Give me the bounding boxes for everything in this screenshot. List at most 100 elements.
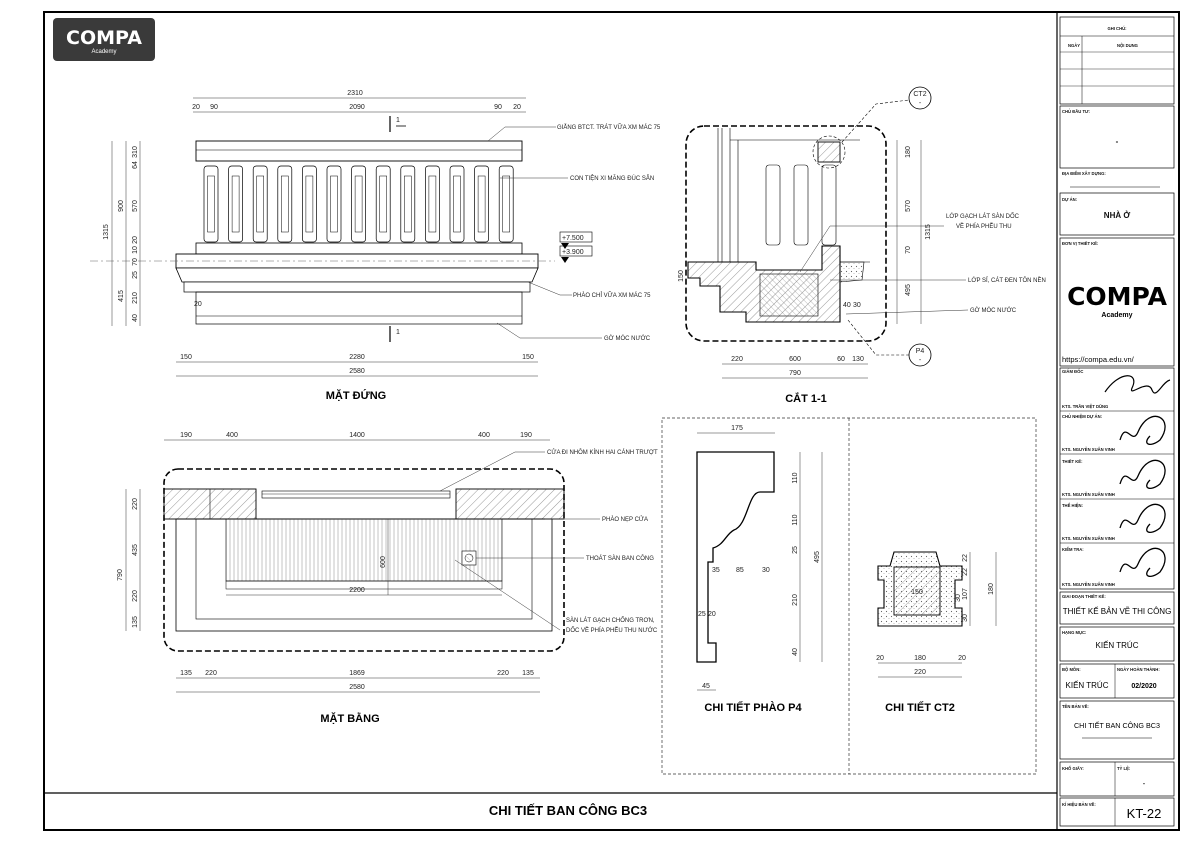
plan-cloud xyxy=(163,468,565,652)
elev-note-baluster: CON TIỆN XI MĂNG ĐÚC SẴN xyxy=(570,174,654,182)
baluster xyxy=(203,165,219,243)
tb-design-signature xyxy=(1119,459,1166,489)
tb-notes-header: GHI CHÚ: xyxy=(1107,26,1126,31)
baluster-panel xyxy=(453,175,461,233)
sec-dim-b5: 790 xyxy=(789,370,801,377)
tb-director-name: KTS. TRẦN VIỆT DŨNG xyxy=(1062,404,1108,409)
title-block: GHI CHÚ: NGÀY NỘI DUNG CHỦ ĐẦU TƯ: - ĐỊA… xyxy=(1059,16,1175,827)
tb-phase-label: GIAI ĐOẠN THIẾT KẾ: xyxy=(1062,594,1106,599)
baluster-panel xyxy=(330,175,338,233)
ct2-dim-side: 30 xyxy=(955,594,962,602)
p4-title: CHI TIẾT PHÀO P4 xyxy=(704,701,802,714)
tb-designer-sub: Academy xyxy=(1101,312,1132,319)
plan-dim-b1: 135 xyxy=(180,670,192,677)
baluster-panel xyxy=(502,175,510,233)
baluster-panel xyxy=(231,175,240,233)
dim-top-right2: 20 xyxy=(513,104,521,111)
plan-dim-b4: 220 xyxy=(497,670,509,677)
tb-dept-label: BỘ MÔN: xyxy=(1062,667,1081,672)
plan-dim-v1: 220 xyxy=(132,498,139,510)
tb-number-label: KÍ HIỆU BẢN VẼ: xyxy=(1062,802,1096,807)
level-7500: +7.500 xyxy=(562,235,584,242)
plan-dim-b-total: 2580 xyxy=(349,684,365,691)
baluster xyxy=(277,165,293,243)
plan-note-floor-b: DỐC VỀ PHÍA PHỄU THU NƯỚC xyxy=(566,627,658,634)
elevation-title: MẶT ĐỨNG xyxy=(326,389,386,402)
tb-date-label: NGÀY HOÀN THÀNH: xyxy=(1117,667,1160,672)
tb-lead-label: CHỦ NHIỆM DỰ ÁN: xyxy=(1062,414,1102,419)
dim-bot-mid: 2280 xyxy=(349,354,365,361)
baluster-panel xyxy=(305,175,314,233)
p4-profile xyxy=(696,451,775,663)
plan-dim-b5: 135 xyxy=(522,670,534,677)
cut-mark-top: 1 xyxy=(396,117,400,124)
dim-bot-total: 2580 xyxy=(349,368,365,375)
tb-lead-signature xyxy=(1119,415,1166,445)
dim-top-left1: 20 xyxy=(192,104,200,111)
p4-dim-base: 45 xyxy=(702,683,710,690)
baluster xyxy=(375,165,391,243)
rail-cap xyxy=(195,140,523,162)
section-view: CT2 - P4 - 180 570 1315 70 495 150 LỚP G… xyxy=(678,86,1046,405)
p4-dim-h2: 110 xyxy=(792,514,799,525)
plan-title: MẶT BẰNG xyxy=(320,712,379,725)
dim-h-total: 1315 xyxy=(103,224,110,240)
tb-director-label: GIÁM ĐỐC xyxy=(1062,369,1083,374)
drip-edge xyxy=(195,291,523,325)
elev-note-cornice: PHÀO CHỈ VỮA XM MÁC 75 xyxy=(573,292,651,299)
dim-top-right1: 90 xyxy=(494,104,502,111)
p4-dim-c: 30 xyxy=(762,567,770,574)
tb-design-name: KTS. NGUYỄN XUÂN VINH xyxy=(1062,492,1115,497)
p4-dim-e: 20 xyxy=(708,611,716,618)
section-cloud xyxy=(685,125,887,342)
tb-location-label: ĐỊA ĐIỂM XÂY DỰNG: xyxy=(1062,171,1106,176)
p4-tag-dash: - xyxy=(919,357,922,364)
ct2-dim-h2: 22 xyxy=(962,568,969,576)
plan-dim-v3: 220 xyxy=(132,590,139,602)
plan-note-door: CỬA ĐI NHÔM KÍNH HAI CÁNH TRƯỢT xyxy=(547,449,658,456)
tb-category-value: KIẾN TRÚC xyxy=(1096,640,1139,650)
dim-h-rail: 900 xyxy=(118,200,125,212)
plan-dim-v4: 135 xyxy=(132,616,139,628)
dim-v8: 20 xyxy=(132,236,139,244)
ct2-dim-total: 220 xyxy=(914,669,926,676)
drawing-title: CHI TIẾT BAN CÔNG BC3 xyxy=(489,803,647,818)
dim-v3: 70 xyxy=(132,258,139,266)
dim-inner20: 20 xyxy=(194,301,202,308)
baluster xyxy=(228,165,243,243)
plan-dim-b3: 1869 xyxy=(349,670,365,677)
sec-dim-h6: 150 xyxy=(678,270,685,282)
slab-underside xyxy=(183,281,531,293)
baluster-panel xyxy=(477,175,486,233)
cut-mark-bottom: 1 xyxy=(396,329,400,336)
dim-v2: 64 xyxy=(132,161,139,169)
sec-note-fill: LỚP SỈ, CÁT ĐEN TÔN NỀN xyxy=(968,277,1046,284)
plan-note-drain: THOÁT SÀN BAN CÔNG xyxy=(586,555,654,562)
tb-sheetname-value: CHI TIẾT BAN CÔNG BC3 xyxy=(1074,720,1160,730)
sec-dim-b2: 600 xyxy=(789,356,801,363)
ct2-title: CHI TIẾT CT2 xyxy=(885,701,955,714)
baluster xyxy=(449,165,465,243)
tb-scale-label: TỶ LỆ: xyxy=(1117,766,1130,771)
ct2-dim-w1: 20 xyxy=(876,655,884,662)
baluster xyxy=(326,165,342,243)
sec-dim-b1: 220 xyxy=(731,356,743,363)
baluster-panel xyxy=(354,175,363,233)
plan-dim-b2: 220 xyxy=(205,670,217,677)
sec-dim-h4: 70 xyxy=(905,246,912,254)
plan-dim-t3: 1400 xyxy=(349,432,365,439)
elevation-view: 2310 20 90 2090 90 20 1 +7.500 +3.900 xyxy=(90,90,661,402)
ct2-tag-circle xyxy=(908,86,932,110)
compa-logo: COMPA Academy xyxy=(53,18,155,61)
sec-note-drip: GỜ MÓC NƯỚC xyxy=(970,307,1017,314)
plan-note-trim: PHÀO NẸP CỬA xyxy=(602,516,648,523)
ct2-dim-h1: 22 xyxy=(962,554,969,562)
sec-dim-h2: 570 xyxy=(905,200,912,212)
baluster-panel xyxy=(207,175,215,233)
plan-view: 190 400 1400 400 190 2200 600 790 220 43… xyxy=(117,432,658,725)
baluster xyxy=(474,165,489,243)
sec-note-tile-b: VỀ PHÍA PHỄU THU xyxy=(956,223,1012,230)
tb-notes-col-content: NỘI DUNG xyxy=(1117,43,1138,48)
sliding-door xyxy=(261,490,451,499)
